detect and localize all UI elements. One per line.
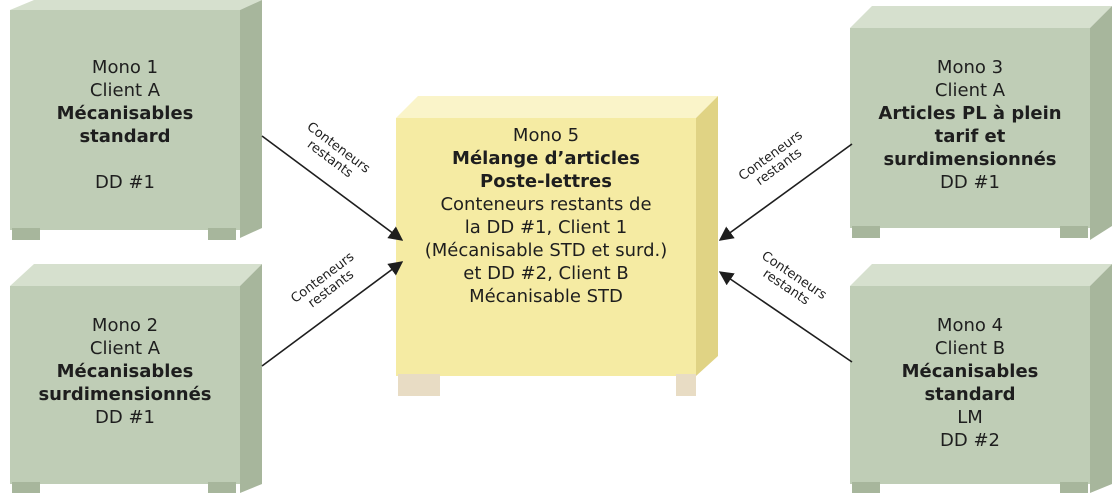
container-mono2 <box>10 264 262 493</box>
container-mono5 <box>396 96 718 396</box>
mono5-title: Mono 5 <box>512 125 580 146</box>
mono1-footer: DD #1 <box>95 172 155 194</box>
mono3-footer: DD #1 <box>940 172 1000 194</box>
mono1-client: Client A <box>89 80 161 102</box>
mono2-text: Mono 2 Client A Mécanisables surdimensio… <box>10 314 240 429</box>
mono5-line2: la DD #1, Client 1 <box>464 217 628 239</box>
mono2-desc-line1: Mécanisables <box>56 361 194 383</box>
mono5-line1: Conteneurs restants de <box>440 194 652 216</box>
arrow-mono2-to-mono5 <box>261 261 404 367</box>
mono2-footer: DD #1 <box>95 407 155 429</box>
mono1-desc-line1: Mécanisables <box>56 103 194 125</box>
mono3-desc-line2: tarif et <box>934 126 1006 148</box>
mono5-desc-line2: Poste-lettres <box>480 171 612 193</box>
mono3-client: Client A <box>934 80 1006 102</box>
mono4-desc-line2: standard <box>924 384 1016 406</box>
mono5-text: Mono 5 Mélange d’articles Poste-lettres … <box>396 124 696 308</box>
mono4-client: Client B <box>934 338 1006 360</box>
mono2-title: Mono 2 <box>91 315 159 336</box>
mono3-desc-line1: Articles PL à plein <box>878 103 1062 125</box>
mono4-title: Mono 4 <box>936 315 1004 336</box>
mono2-client: Client A <box>89 338 161 360</box>
mono5-desc-line1: Mélange d’articles <box>452 148 640 170</box>
mono5-line3: (Mécanisable STD et surd.) <box>424 240 668 262</box>
mono3-desc-line3: surdimensionnés <box>883 149 1057 171</box>
mono4-desc-line1: Mécanisables <box>901 361 1039 383</box>
mono1-title: Mono 1 <box>91 57 159 78</box>
container-mono3 <box>850 6 1112 240</box>
mono5-line4: et DD #2, Client B <box>463 263 629 285</box>
mono2-desc-line2: surdimensionnés <box>38 384 212 406</box>
mono1-desc-line2: standard <box>79 126 171 148</box>
arrow-mono3-to-mono5 <box>718 143 853 241</box>
mono3-text: Mono 3 Client A Articles PL à plein tari… <box>850 56 1090 194</box>
mono4-text: Mono 4 Client B Mécanisables standard LM… <box>850 314 1090 452</box>
container-mono4 <box>850 264 1112 493</box>
mono4-footer-line1: LM <box>957 407 983 429</box>
mono3-title: Mono 3 <box>936 57 1004 78</box>
container-mono1 <box>10 0 262 240</box>
arrow-mono1-to-mono5 <box>261 135 404 241</box>
mono5-line5: Mécanisable STD <box>469 286 623 308</box>
arrow-mono4-to-mono5 <box>718 271 853 363</box>
mono4-footer-line2: DD #2 <box>940 430 1000 452</box>
mono1-text: Mono 1 Client A Mécanisables standard DD… <box>10 56 240 194</box>
